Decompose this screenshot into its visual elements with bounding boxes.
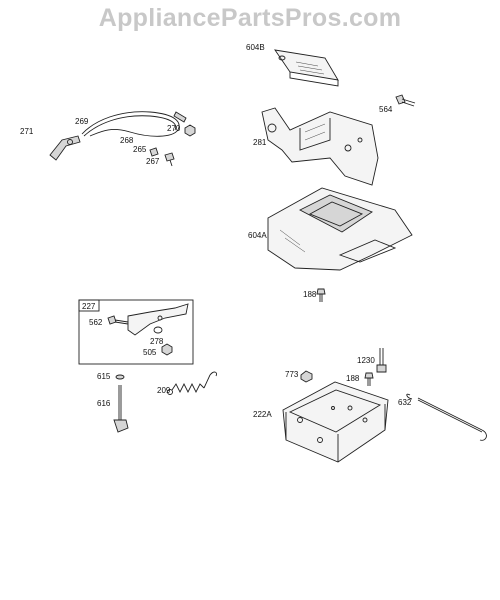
callout-773: 773 — [285, 370, 299, 379]
callout-270: 270 — [167, 124, 181, 133]
callout-632: 632 — [398, 398, 412, 407]
part-564-bolt[interactable] — [395, 94, 416, 107]
part-615-washer[interactable] — [115, 374, 125, 380]
callout-222A: 222A — [253, 410, 272, 419]
part-222A-base[interactable] — [282, 381, 389, 463]
part-632-link[interactable] — [406, 393, 487, 441]
callout-564: 564 — [379, 105, 393, 114]
callout-209: 209 — [157, 386, 171, 395]
site-watermark: AppliancePartsPros.com — [98, 4, 402, 32]
part-269-cable[interactable] — [81, 111, 187, 137]
part-505-nut[interactable] — [161, 343, 173, 356]
callout-265: 265 — [133, 145, 147, 154]
part-267-screw[interactable] — [164, 152, 175, 167]
callout-604A: 604A — [248, 231, 267, 240]
part-271-lever[interactable] — [49, 135, 81, 161]
callout-271: 271 — [20, 127, 34, 136]
kit-227-box[interactable] — [78, 299, 194, 365]
part-265-clip[interactable] — [149, 147, 159, 157]
part-1230-stud[interactable] — [376, 348, 387, 373]
part-188-screw[interactable] — [316, 288, 326, 302]
callout-188-upper: 188 — [303, 290, 317, 299]
callout-227: 227 — [82, 302, 96, 311]
part-562-bolt[interactable] — [107, 315, 129, 325]
callout-188-lower: 188 — [346, 374, 360, 383]
part-616-rod[interactable] — [113, 385, 129, 433]
part-188-screw-lower[interactable] — [364, 372, 374, 386]
part-773-nut[interactable] — [300, 370, 313, 383]
part-209-spring[interactable] — [167, 371, 217, 395]
part-270-nut[interactable] — [184, 124, 196, 137]
part-604B-plate[interactable] — [274, 49, 339, 87]
callout-505: 505 — [143, 348, 157, 357]
callout-615: 615 — [97, 372, 111, 381]
callout-616: 616 — [97, 399, 111, 408]
callout-281: 281 — [253, 138, 267, 147]
callout-604B[interactable]: 604B — [246, 43, 265, 52]
callout-269: 269 — [75, 117, 89, 126]
callout-278: 278 — [150, 337, 164, 346]
callout-268: 268 — [120, 136, 134, 145]
part-604A-shroud[interactable] — [267, 187, 413, 271]
callout-267: 267 — [146, 157, 160, 166]
callout-562: 562 — [89, 318, 103, 327]
callout-1230: 1230 — [357, 356, 375, 365]
part-278-lever[interactable] — [127, 303, 189, 336]
part-281-bracket[interactable] — [261, 107, 379, 186]
